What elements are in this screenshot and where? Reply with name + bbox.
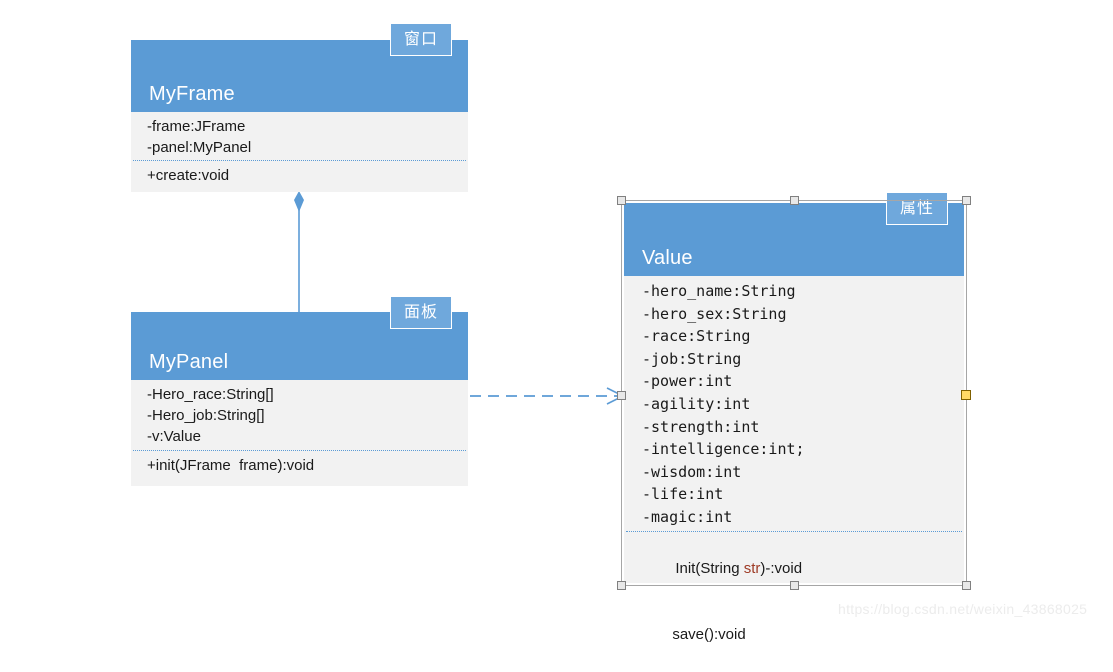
- uml-methods-compartment: +init(JFrame frame):void: [131, 451, 468, 480]
- uml-attribute: -hero_sex:String: [642, 304, 787, 323]
- uml-methods-compartment: +create:void: [131, 161, 468, 190]
- diagram-canvas: MyFrame -frame:JFrame -panel:MyPanel +cr…: [131, 23, 1088, 643]
- callout-value[interactable]: 属性: [886, 192, 948, 225]
- resize-handle-top-center[interactable]: [790, 196, 799, 205]
- uml-method: +create:void: [147, 167, 230, 184]
- uml-attribute: -v:Value: [147, 428, 201, 445]
- uml-class-name: MyFrame: [149, 83, 235, 105]
- uml-method-prefix: Init(String: [675, 560, 744, 577]
- uml-method-suffix: )-:void: [760, 560, 803, 577]
- uml-attribute: -race:String: [642, 327, 751, 346]
- uml-compartment-divider: [133, 450, 466, 451]
- resize-handle-middle-left[interactable]: [617, 391, 626, 400]
- relationship-dependency-panel-value[interactable]: [470, 387, 625, 405]
- uml-attribute: -wisdom:int: [642, 462, 742, 481]
- resize-handle-bottom-left[interactable]: [617, 581, 626, 590]
- uml-attribute: -Hero_race:String[]: [147, 386, 274, 403]
- uml-compartment-divider: [626, 531, 962, 532]
- relationship-composition-frame-panel[interactable]: [294, 191, 304, 312]
- uml-method: +init(JFrame frame):void: [147, 457, 315, 474]
- resize-handle-bottom-center[interactable]: [790, 581, 799, 590]
- callout-label: 窗口: [403, 30, 438, 48]
- uml-attribute: -hero_name:String: [642, 282, 796, 300]
- uml-class-name: Value: [642, 247, 693, 269]
- callout-mypanel[interactable]: 面板: [390, 296, 452, 329]
- uml-attribute: -frame:JFrame: [147, 118, 246, 135]
- uml-method-prefix: save():void: [672, 626, 746, 643]
- uml-method: Init(String str)-:void: [642, 536, 964, 602]
- uml-method-param: str: [743, 560, 761, 577]
- uml-compartment-divider: [133, 160, 466, 161]
- uml-attribute: -Hero_job:String[]: [147, 407, 265, 424]
- uml-attribute: -intelligence:int;: [642, 440, 805, 459]
- resize-handle-bottom-right[interactable]: [962, 581, 971, 590]
- uml-attribute: -agility:int: [642, 394, 751, 413]
- uml-class-name: MyPanel: [149, 351, 229, 373]
- uml-attributes-compartment: -Hero_race:String[] -Hero_job:String[] -…: [131, 380, 468, 450]
- resize-handle-top-left[interactable]: [617, 196, 626, 205]
- uml-attribute: -panel:MyPanel: [147, 139, 252, 156]
- callout-myframe[interactable]: 窗口: [390, 23, 452, 56]
- uml-attribute: -power:int: [642, 372, 733, 391]
- uml-attribute: -job:String: [642, 349, 742, 368]
- uml-attributes-compartment: -frame:JFrame -panel:MyPanel: [131, 112, 468, 160]
- adjust-handle-middle-right[interactable]: [961, 390, 971, 400]
- callout-label: 面板: [403, 303, 438, 321]
- uml-attribute: -magic:int: [642, 507, 733, 526]
- uml-attributes-compartment: -hero_name:String -hero_sex:String -race…: [624, 276, 964, 531]
- uml-class-myframe[interactable]: MyFrame -frame:JFrame -panel:MyPanel +cr…: [131, 40, 468, 192]
- watermark: https://blog.csdn.net/weixin_43868025: [838, 601, 1088, 617]
- uml-class-mypanel[interactable]: MyPanel -Hero_race:String[] -Hero_job:St…: [131, 312, 468, 486]
- uml-attribute: -strength:int: [642, 417, 760, 436]
- resize-handle-top-right[interactable]: [962, 196, 971, 205]
- uml-class-value[interactable]: Value -hero_name:String -hero_sex:String…: [624, 203, 964, 643]
- callout-label: 属性: [899, 199, 934, 217]
- uml-attribute: -life:int: [642, 485, 724, 504]
